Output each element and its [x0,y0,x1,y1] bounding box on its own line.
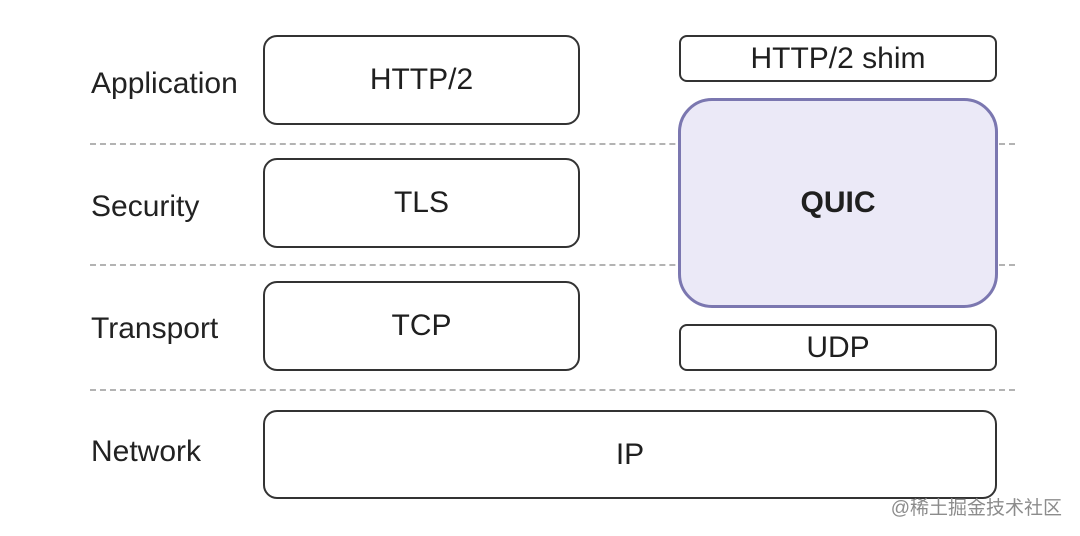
layer-label-security: Security [91,190,200,223]
http2-shim-box: HTTP/2 shim [679,35,997,82]
divider-application-security [90,143,1015,145]
layer-label-application: Application [91,67,238,100]
quic-box: QUIC [678,98,998,308]
divider-security-transport [90,264,1015,266]
ip-box: IP [263,410,997,499]
udp-box: UDP [679,324,997,371]
watermark-text: @稀土掘金技术社区 [890,498,1062,519]
http2-box: HTTP/2 [263,35,580,125]
tcp-box: TCP [263,281,580,371]
divider-transport-network [90,389,1015,391]
tls-box: TLS [263,158,580,248]
layer-label-transport: Transport [91,312,219,345]
layer-label-network: Network [91,435,202,468]
